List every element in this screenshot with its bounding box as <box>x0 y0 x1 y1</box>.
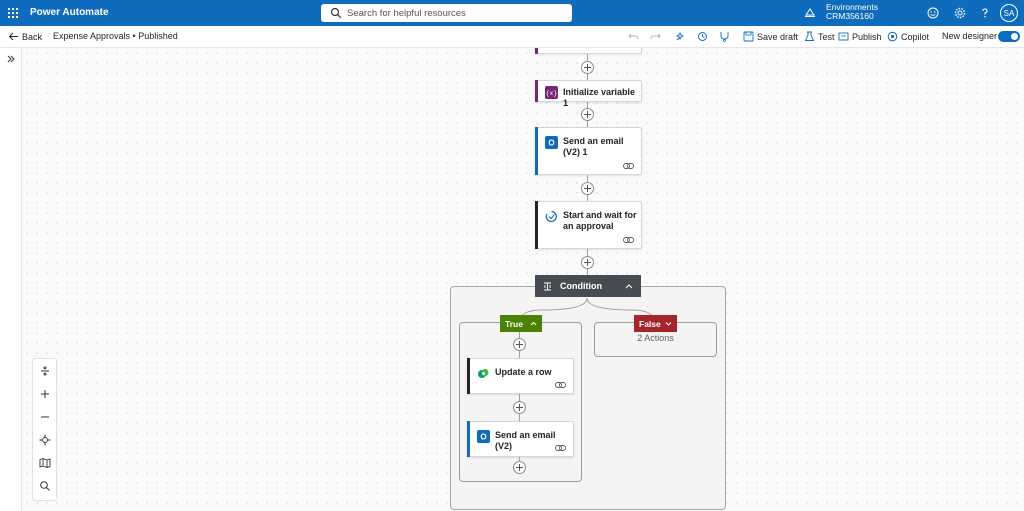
step-card-initialize-variable[interactable]: {x} Initialize variable 1 <box>535 80 642 108</box>
zoom-in-icon[interactable] <box>39 388 51 400</box>
true-tag[interactable]: True <box>500 315 542 332</box>
environment-icon <box>805 8 815 17</box>
variable-icon: {x} <box>545 86 558 99</box>
app-title[interactable]: Power Automate <box>30 7 109 18</box>
flow-canvas[interactable]: {x} Initialize variable 1 O Send an emai… <box>22 48 1024 511</box>
copilot-label: Copilot <box>901 31 930 42</box>
zoom-controls <box>32 358 57 501</box>
condition-container <box>450 286 726 510</box>
step-title: Send an email (V2) 1 <box>563 136 624 157</box>
add-step-button[interactable] <box>581 61 594 74</box>
save-draft-label: Save draft <box>757 31 799 42</box>
link-icon <box>555 382 566 388</box>
dataverse-icon <box>478 369 489 378</box>
step-title: Send an email (V2) <box>495 430 556 451</box>
save-draft-button[interactable]: Save draft <box>743 31 798 42</box>
previous-step-card[interactable] <box>535 48 642 54</box>
history-icon[interactable] <box>697 31 708 42</box>
step-title: Initialize variable 1 <box>563 87 636 108</box>
app-launcher-icon[interactable] <box>8 8 18 18</box>
command-bar: Back Expense Approvals • Published Save … <box>0 26 1024 48</box>
undo-icon[interactable] <box>628 31 639 42</box>
false-summary: 2 Actions <box>637 333 674 343</box>
back-arrow-icon <box>8 32 18 41</box>
publish-button[interactable]: Publish <box>838 31 882 42</box>
center-icon[interactable] <box>39 434 51 446</box>
step-card-send-email[interactable]: O Send an email (V2) <box>467 421 574 457</box>
top-bar: Power Automate Environments CRM356160 SA <box>0 0 1024 26</box>
search-icon <box>330 7 342 19</box>
approval-icon <box>545 210 557 223</box>
publish-icon <box>838 32 849 41</box>
zoom-out-icon[interactable] <box>39 411 51 423</box>
chevron-up-icon[interactable] <box>625 283 633 289</box>
flow-checker-icon[interactable] <box>719 31 730 42</box>
breadcrumb: Expense Approvals • Published <box>53 31 178 41</box>
chevron-up-icon <box>530 321 537 326</box>
link-icon <box>623 237 634 243</box>
search-icon[interactable] <box>39 480 51 492</box>
minimap-icon[interactable] <box>39 457 51 469</box>
step-card-update-row[interactable]: Update a row <box>467 358 574 394</box>
step-accent <box>467 358 470 394</box>
condition-icon <box>544 282 551 291</box>
step-card-approval[interactable]: Start and wait for an approval <box>535 201 642 249</box>
back-label: Back <box>22 31 43 42</box>
search-box[interactable] <box>321 4 572 22</box>
add-step-button[interactable] <box>581 108 594 121</box>
back-button[interactable]: Back <box>8 31 42 42</box>
link-icon <box>555 445 566 451</box>
step-accent <box>467 421 470 457</box>
fit-view-icon[interactable] <box>39 365 51 377</box>
test-button[interactable]: Test <box>804 31 835 42</box>
environment-label: Environments <box>826 2 878 12</box>
true-label: True <box>505 318 523 329</box>
publish-label: Publish <box>852 31 882 42</box>
condition-header[interactable]: Condition <box>535 275 641 297</box>
step-accent <box>535 201 538 249</box>
environment-name: CRM356160 <box>826 11 874 21</box>
left-rail <box>0 48 22 511</box>
chevron-down-icon <box>665 322 672 326</box>
add-step-button[interactable] <box>581 256 594 269</box>
avatar[interactable]: SA <box>1000 4 1018 22</box>
smiley-icon[interactable] <box>927 7 939 19</box>
environment-picker[interactable]: Environments CRM356160 <box>804 3 878 21</box>
new-designer-toggle[interactable] <box>998 31 1020 42</box>
gear-icon[interactable] <box>954 7 966 19</box>
step-title: Start and wait for an approval <box>563 210 637 231</box>
copilot-button[interactable]: Copilot <box>887 31 929 42</box>
svg-text:O: O <box>548 139 554 148</box>
outlook-icon: O <box>477 430 490 443</box>
new-designer-label: New designer <box>942 31 998 41</box>
link-icon <box>623 163 634 169</box>
test-icon <box>804 31 815 41</box>
redo-icon[interactable] <box>650 31 661 42</box>
svg-text:O: O <box>480 433 486 442</box>
assistant-icon[interactable] <box>675 31 686 42</box>
save-icon <box>743 31 754 42</box>
step-accent <box>535 80 538 102</box>
add-step-button[interactable] <box>513 461 526 474</box>
step-accent <box>535 127 538 175</box>
condition-title: Condition <box>560 281 602 291</box>
help-icon[interactable] <box>979 7 991 19</box>
step-title: Update a row <box>495 367 552 377</box>
add-step-button[interactable] <box>513 401 526 414</box>
copilot-icon <box>887 31 898 42</box>
false-label: False <box>639 318 661 329</box>
search-input[interactable] <box>347 7 547 19</box>
expand-chevron-icon[interactable] <box>6 54 16 64</box>
false-tag[interactable]: False <box>634 315 677 332</box>
step-card-send-email-1[interactable]: O Send an email (V2) 1 <box>535 127 642 175</box>
outlook-icon: O <box>545 136 558 149</box>
add-step-button[interactable] <box>513 338 526 351</box>
test-label: Test <box>818 31 835 42</box>
add-step-button[interactable] <box>581 182 594 195</box>
svg-text:{x}: {x} <box>546 90 558 97</box>
